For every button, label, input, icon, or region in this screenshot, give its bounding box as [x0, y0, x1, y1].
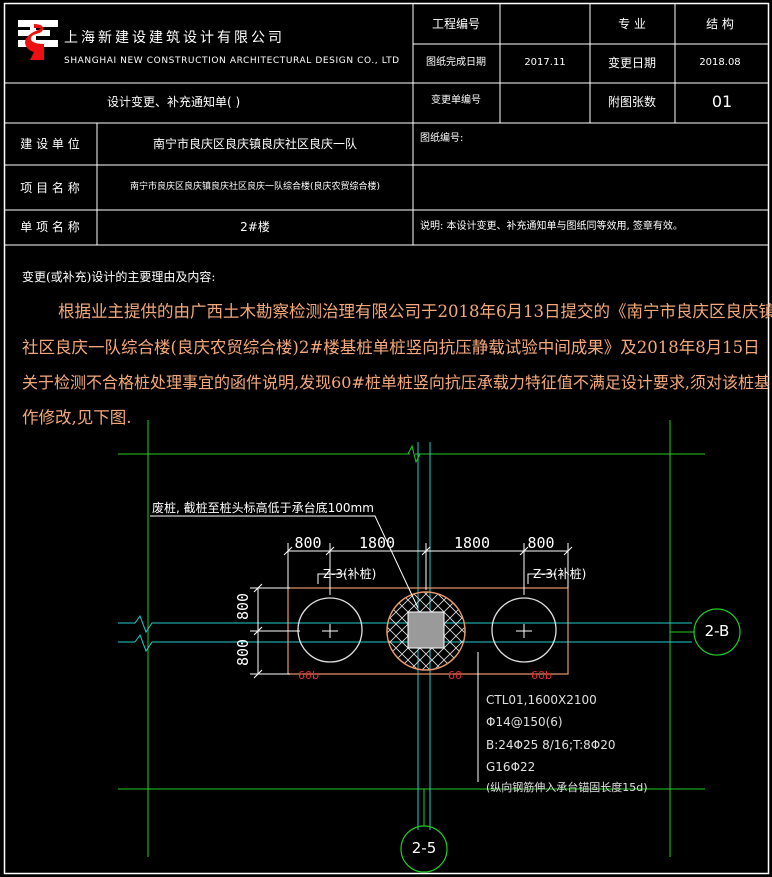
- dim-top-2: 1800: [358, 534, 396, 552]
- cap-side: G16Φ22: [486, 760, 536, 774]
- cap-stirrup: Φ14@150(6): [486, 715, 563, 729]
- reason-line-1: 根据业主提供的由广西土木勘察检测治理有限公司于2018年6月13日提交的《南宁市…: [58, 302, 772, 321]
- company-name-en: SHANGHAI NEW CONSTRUCTION ARCHITECTURAL …: [64, 56, 400, 66]
- pile-right: [491, 597, 557, 663]
- column-section: [407, 611, 445, 649]
- unit-value: 2#楼: [240, 220, 270, 234]
- drawing-date-label: 图纸完成日期: [426, 57, 486, 68]
- abandon-annotation: 废桩, 截桩至桩头标高低于承台底100mm: [152, 501, 374, 515]
- project-no-label: 工程编号: [431, 17, 481, 31]
- attach-value: 01: [711, 92, 733, 111]
- change-date-value: 2018.08: [699, 57, 741, 68]
- reason-line-2: 社区良庆一队综合楼(良庆农贸综合楼)2#楼基桩单桩竖向抗压静载试验中间成果》及2…: [22, 338, 760, 357]
- cap-note: (纵向钢筋伸入承台锚固长度15d): [486, 781, 648, 794]
- owner-value: 南宁市良庆区良庆镇良庆社区良庆一队: [152, 137, 358, 151]
- project-label: 项 目 名 称: [20, 181, 80, 195]
- dim-top-1: 800: [294, 534, 322, 552]
- note-text: 说明: 本设计变更、补充通知单与图纸同等效用, 签章有效。: [420, 221, 683, 232]
- dim-left-1: 800: [234, 592, 252, 620]
- change-no-label: 变更单编号: [431, 95, 481, 106]
- pile-left-label: Z-3(补桩): [323, 567, 377, 581]
- dim-top-3: 1800: [453, 534, 491, 552]
- dim-left-2: 800: [234, 638, 252, 666]
- dim-top-4: 800: [527, 534, 555, 552]
- reason-heading: 变更(或补充)设计的主要理由及内容:: [22, 270, 216, 284]
- axis-label-2b: 2-B: [704, 622, 730, 640]
- unit-label: 单 项 名 称: [20, 220, 80, 234]
- reason-line-3: 关于检测不合格桩处理事宜的函件说明,发现60#桩单桩竖向抗压承载力特征值不满足设…: [22, 373, 770, 392]
- specialty-label: 专 业: [618, 17, 646, 31]
- cap-bars: B:24Φ25 8/16;T:8Φ20: [486, 738, 616, 752]
- pile-left: [297, 597, 363, 663]
- drawing-date-value: 2017.11: [524, 57, 566, 68]
- pile-no-right: 60b: [531, 669, 552, 682]
- notice-title: 设计变更、补充通知单( ): [107, 95, 241, 109]
- specialty-value: 结 构: [706, 17, 734, 31]
- reason-line-4: 作修改,见下图.: [22, 408, 132, 427]
- axis-label-25: 2-5: [411, 839, 437, 857]
- company-logo: [18, 20, 58, 60]
- drawing-no-label: 图纸编号:: [420, 133, 464, 144]
- change-date-label: 变更日期: [607, 56, 657, 70]
- project-value: 南宁市良庆区良庆镇良庆社区良庆一队综合楼(良庆农贸综合楼): [129, 182, 381, 192]
- pile-no-left: 60b: [298, 669, 319, 682]
- cap-name: CTL01,1600X2100: [486, 693, 597, 707]
- pile-no-mid: 60: [448, 669, 462, 682]
- pile-right-label: Z-3(补桩): [533, 567, 587, 581]
- attach-label: 附图张数: [607, 95, 657, 109]
- owner-label: 建 设 单 位: [20, 137, 80, 151]
- company-name-cn: 上海新建设建筑设计有限公司: [64, 30, 285, 46]
